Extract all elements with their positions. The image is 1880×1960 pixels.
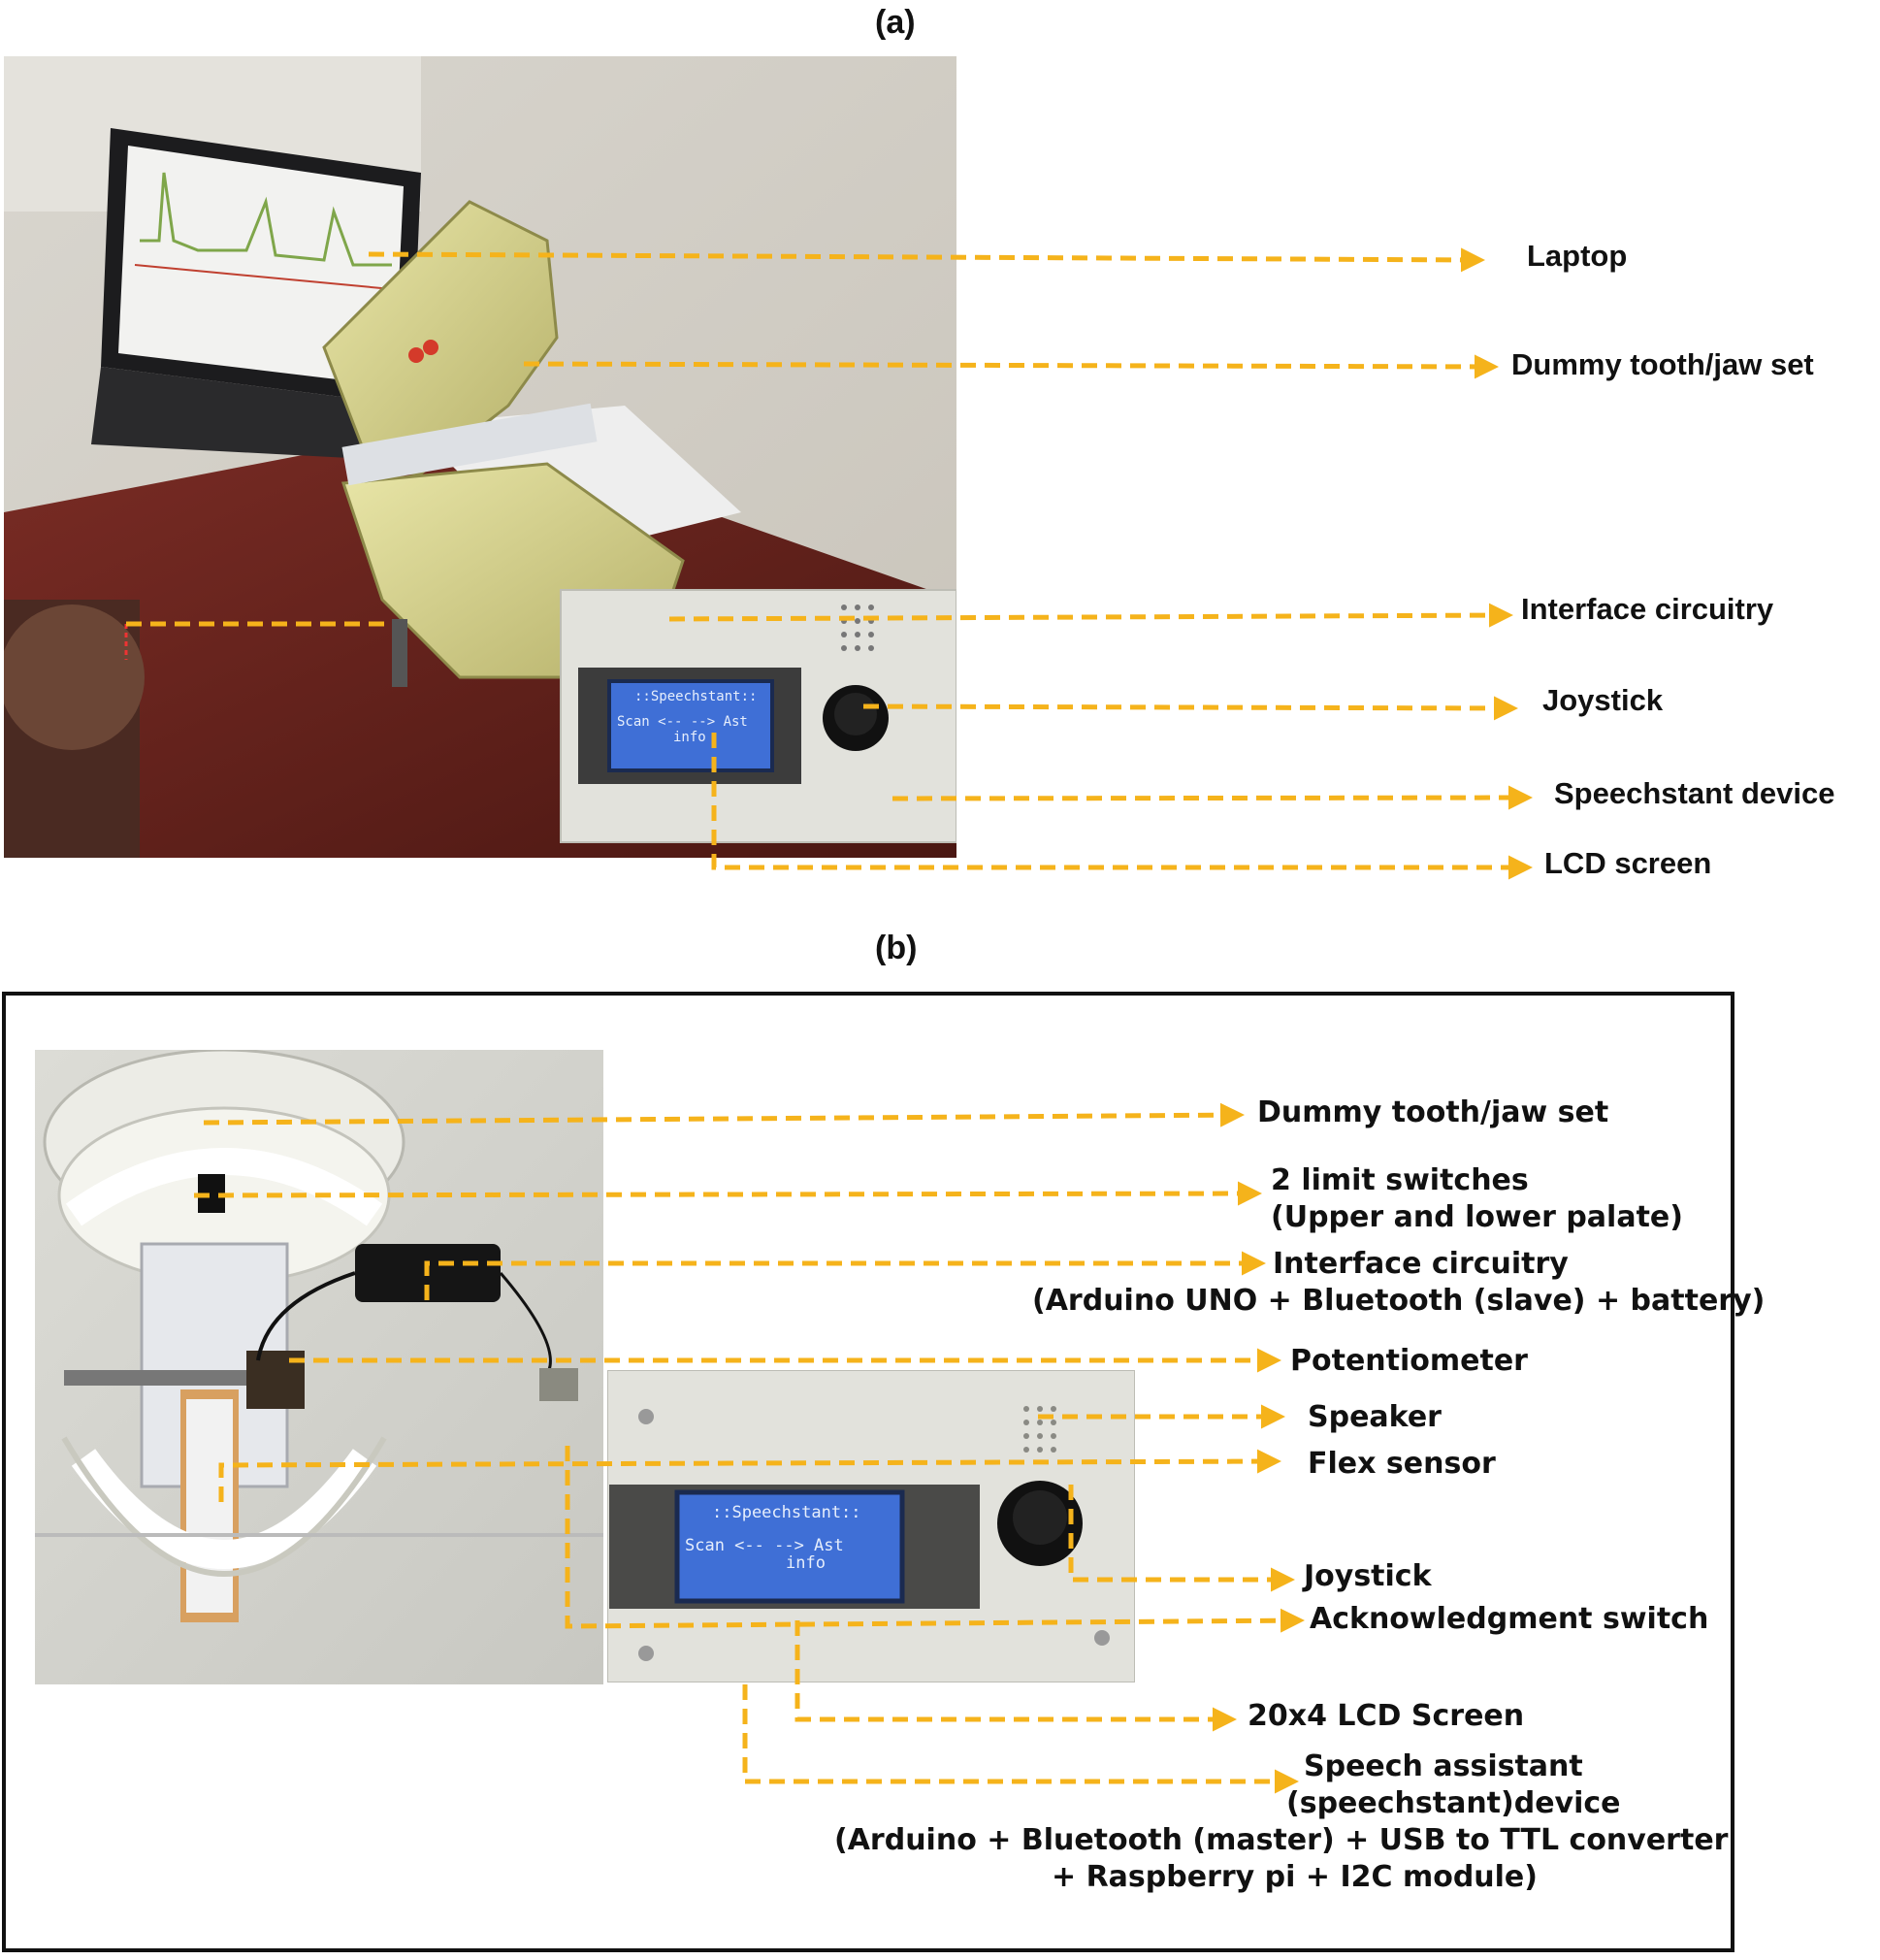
label-b-limit-2: (Upper and lower palate) [1271,1200,1683,1234]
arrow-b-limit [193,1181,1262,1206]
panel-a-label: (a) [875,4,916,41]
panel-a-photo-drawing: ::Speechstant:: Scan <-- --> Ast info [4,56,956,858]
panel-b-device-photo: ::Speechstant:: Scan <-- --> Ast info [607,1370,1135,1682]
label-b-speech-3: (Arduino + Bluetooth (master) + USB to T… [834,1823,1729,1857]
arrow-a-device [891,785,1533,810]
label-a-laptop: Laptop [1527,239,1628,273]
lcd-b-line1: ::Speechstant:: [712,1503,861,1522]
label-a-jaw: Dummy tooth/jaw set [1511,347,1814,381]
label-a-lcd: LCD screen [1544,846,1712,880]
arrow-b-interface [424,1251,1266,1300]
label-b-interface-1: Interface circuitry [1273,1247,1569,1281]
panel-b-frame [2,992,1734,1952]
label-b-speaker: Speaker [1308,1400,1442,1434]
label-b-limit-1: 2 limit switches [1271,1163,1529,1197]
arrow-b-lcd [794,1620,1237,1732]
label-b-speech-2: (speechstant)device [1286,1786,1621,1820]
arrow-a-joystick [862,696,1518,721]
arrow-a-lcd [711,733,1533,880]
label-b-jaw: Dummy tooth/jaw set [1257,1095,1609,1129]
label-b-speech-1: Speech assistant [1304,1749,1583,1783]
arrow-b-joystick [1068,1485,1295,1592]
label-b-joystick: Joystick [1304,1559,1432,1593]
arrow-b-flex [218,1449,1281,1502]
lcd-a-line3: info [673,730,706,745]
panel-a-photo: ::Speechstant:: Scan <-- --> Ast info [4,56,956,858]
label-b-speech-4: + Raspberry pi + I2C module) [1052,1860,1538,1894]
label-a-interface: Interface circuitry [1521,592,1774,626]
panel-b-label: (b) [875,930,918,966]
panel-b-device-drawing: ::Speechstant:: Scan <-- --> Ast info [607,1370,1135,1682]
label-b-lcd: 20x4 LCD Screen [1248,1699,1525,1733]
lcd-a-line2: Scan <-- --> Ast [617,714,748,730]
label-b-flex: Flex sensor [1308,1447,1496,1481]
arrow-a-laptop [368,247,1485,273]
lcd-b-line2: Scan <-- --> Ast [685,1536,844,1555]
label-b-potentiometer: Potentiometer [1290,1344,1528,1378]
lcd-b-line3: info [786,1553,826,1573]
label-a-joystick: Joystick [1542,683,1664,717]
label-a-device: Speechstant device [1554,776,1835,810]
label-b-interface-2: (Arduino UNO + Bluetooth (slave) + batte… [1032,1284,1766,1318]
lcd-a-line1: ::Speechstant:: [634,689,757,704]
label-b-ack: Acknowledgment switch [1310,1602,1709,1636]
arrow-a-interface [668,603,1513,628]
arrow-b-jaw [203,1102,1245,1127]
arrow-a-jaw [523,354,1499,379]
arrow-b-speech [742,1684,1299,1794]
arrow-b-ack [565,1446,1305,1633]
